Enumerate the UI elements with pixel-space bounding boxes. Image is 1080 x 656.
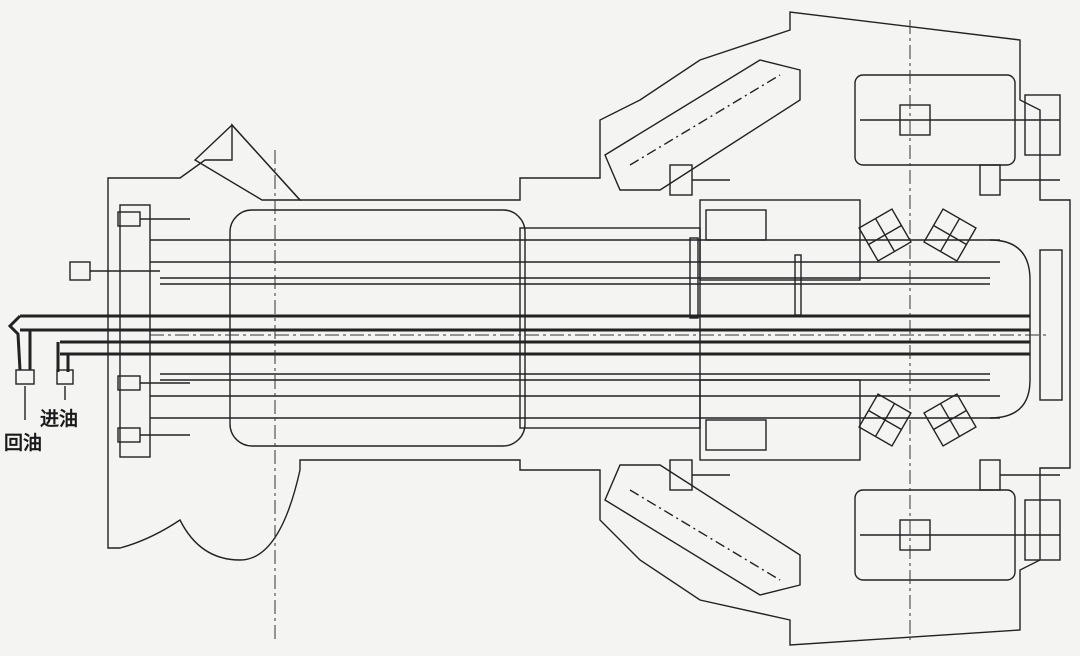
oil-pipe-upper xyxy=(20,314,1030,332)
oil-port xyxy=(689,237,699,319)
roller-upper-right xyxy=(923,208,977,262)
return-fitting xyxy=(15,369,35,385)
bolt xyxy=(979,459,1060,491)
roller-lower-left xyxy=(858,393,912,447)
oil-inlet-label: 进油 xyxy=(40,408,79,430)
bolt xyxy=(117,427,190,443)
upper-diagonal-arm xyxy=(604,59,801,191)
oil-port xyxy=(794,254,802,316)
left-inner-pocket xyxy=(229,209,526,447)
left-housing-outline xyxy=(107,11,1071,646)
right-end-cap xyxy=(989,239,1031,419)
bolt xyxy=(117,375,190,391)
bearing-block-upper xyxy=(699,199,861,281)
middle-sleeve xyxy=(519,227,701,429)
bolt xyxy=(117,211,190,227)
bearing-block-lower xyxy=(699,379,861,461)
lower-diagonal-arm xyxy=(604,464,801,596)
upper-left-stub xyxy=(193,124,302,201)
roller-upper-left xyxy=(858,208,912,262)
oil-return-label: 回油 xyxy=(4,432,43,454)
end-nut xyxy=(1039,249,1063,401)
inlet-fitting xyxy=(56,369,74,385)
left-flange xyxy=(119,204,151,458)
inner-ring xyxy=(705,419,767,451)
oil-pipe-lower xyxy=(60,340,1030,356)
bolt xyxy=(69,261,160,281)
bolt xyxy=(669,459,730,491)
inner-ring xyxy=(705,209,767,241)
bolt xyxy=(669,164,730,196)
right-bolt-upper xyxy=(854,74,1061,166)
roller-lower-right xyxy=(923,393,977,447)
right-bolt-lower xyxy=(854,489,1061,581)
bolt xyxy=(979,164,1060,196)
oil-pipe-end xyxy=(7,314,70,372)
